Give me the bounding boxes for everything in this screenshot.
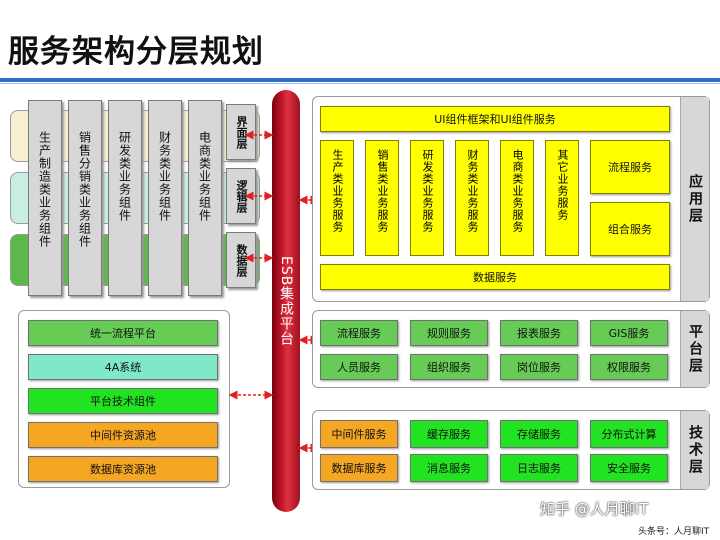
- title-rule: [0, 78, 720, 82]
- app-service-finance: 财务类业务服务: [455, 140, 489, 256]
- tech-service-log: 日志服务: [500, 454, 578, 482]
- platform-service-position: 岗位服务: [500, 354, 578, 380]
- business-component-panel: 生产制造类业务组件 销售分销类业务组件 研发类业务组件 财务类业务组件 电商类业…: [10, 98, 262, 296]
- tech-service-storage: 存储服务: [500, 420, 578, 448]
- tech-service-database: 数据库服务: [320, 454, 398, 482]
- layer-label-text: 技术层: [687, 424, 703, 476]
- esb-label: ESB集成平台: [278, 255, 294, 347]
- app-service-label: 生产类业务服务: [331, 149, 344, 233]
- app-service-label: 研发类业务服务: [421, 149, 434, 233]
- bar-database-pool: 数据库资源池: [28, 456, 218, 482]
- component-column-label: 生产制造类业务组件: [37, 131, 52, 248]
- component-column-label: 销售分销类业务组件: [77, 131, 92, 248]
- component-column-rnd: 研发类业务组件: [108, 100, 142, 296]
- ui-framework-bar: UI组件框架和UI组件服务: [320, 106, 670, 132]
- platform-service-personnel: 人员服务: [320, 354, 398, 380]
- data-service-bar: 数据服务: [320, 264, 670, 290]
- platform-service-rules: 规则服务: [410, 320, 488, 346]
- platform-service-report: 报表服务: [500, 320, 578, 346]
- page-title: 服务架构分层规划: [8, 34, 264, 70]
- component-column-finance: 财务类业务组件: [148, 100, 182, 296]
- tech-service-cache: 缓存服务: [410, 420, 488, 448]
- platform-service-permission: 权限服务: [590, 354, 668, 380]
- app-service-label: 其它业务服务: [556, 149, 569, 221]
- tech-service-message: 消息服务: [410, 454, 488, 482]
- app-service-label: 财务类业务服务: [466, 149, 479, 233]
- title-rule-thin: [0, 83, 720, 84]
- process-service-box: 流程服务: [590, 140, 670, 194]
- component-column-label: 电商类业务组件: [197, 131, 212, 222]
- app-service-sales: 销售类业务服务: [365, 140, 399, 256]
- app-service-rnd: 研发类业务服务: [410, 140, 444, 256]
- component-column-label: 研发类业务组件: [117, 131, 132, 222]
- platform-service-organization: 组织服务: [410, 354, 488, 380]
- app-service-label: 销售类业务服务: [376, 149, 389, 233]
- app-service-ecommerce: 电商类业务服务: [500, 140, 534, 256]
- app-service-other: 其它业务服务: [545, 140, 579, 256]
- platform-service-process: 流程服务: [320, 320, 398, 346]
- watermark: 知乎 @人月聊IT: [540, 500, 649, 518]
- layer-label-text: 逻辑层: [235, 179, 248, 213]
- component-column-ecommerce: 电商类业务组件: [188, 100, 222, 296]
- layer-label-text: 界面层: [235, 115, 248, 149]
- layer-label-text: 平台层: [687, 323, 703, 375]
- component-column-sales: 销售分销类业务组件: [68, 100, 102, 296]
- tech-service-distributed-compute: 分布式计算: [590, 420, 668, 448]
- platform-layer-label: 平台层: [680, 311, 709, 387]
- component-column-production: 生产制造类业务组件: [28, 100, 62, 296]
- component-column-label: 财务类业务组件: [157, 131, 172, 222]
- bar-unified-workflow: 统一流程平台: [28, 320, 218, 346]
- app-layer-label: 应用层: [680, 97, 709, 301]
- tech-service-security: 安全服务: [590, 454, 668, 482]
- tech-layer-label: 技术层: [680, 411, 709, 489]
- composite-service-box: 组合服务: [590, 202, 670, 256]
- esb-integration-platform: ESB集成平台: [272, 90, 300, 512]
- bar-platform-tech: 平台技术组件: [28, 388, 218, 414]
- app-service-label: 电商类业务服务: [511, 149, 524, 233]
- source-note: 头条号：人月聊IT: [638, 527, 710, 537]
- bar-4a-system: 4A系统: [28, 354, 218, 380]
- bar-middleware-pool: 中间件资源池: [28, 422, 218, 448]
- layer-label-text: 数据层: [235, 243, 248, 277]
- platform-service-gis: GIS服务: [590, 320, 668, 346]
- tech-service-middleware: 中间件服务: [320, 420, 398, 448]
- layer-label-text: 应用层: [687, 173, 703, 225]
- connector-arrows: [228, 130, 320, 453]
- app-service-production: 生产类业务服务: [320, 140, 354, 256]
